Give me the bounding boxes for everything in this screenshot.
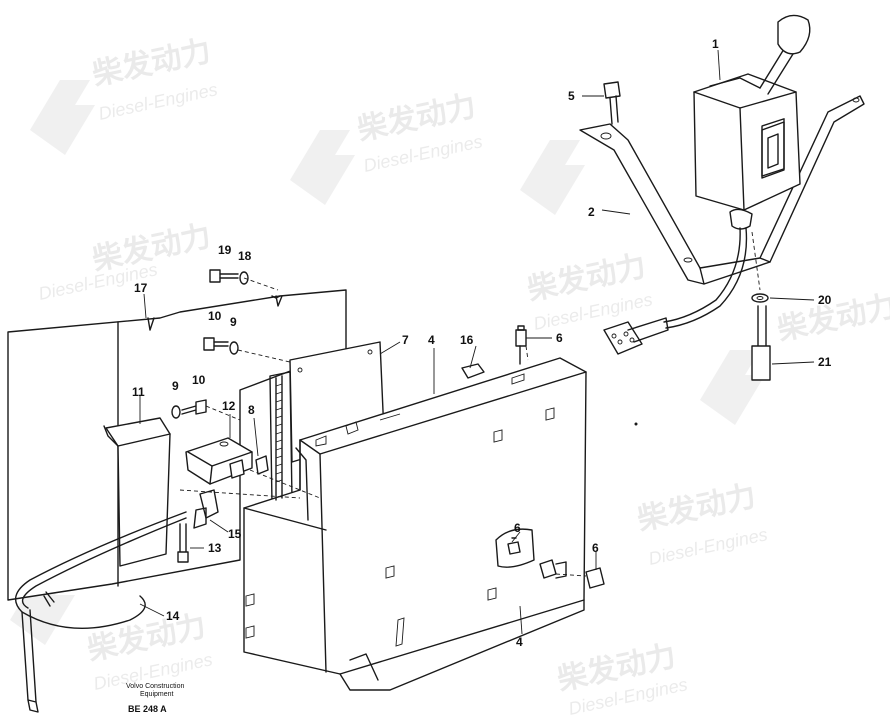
spacer-6-upper [515,325,527,365]
caption-line-2: Equipment [140,691,174,698]
callout-14: 15 [228,527,242,541]
callout-18: 18 [238,249,252,263]
callout-2: 2 [588,205,595,219]
bracket-2 [579,95,865,285]
assembly-guide-lines [179,231,761,577]
electronic-box-4 [243,357,587,691]
callout-17: 17 [134,281,148,295]
bracket-11 [103,417,171,567]
callout-12: 12 [222,399,236,413]
washer-9-upper [229,341,239,355]
watermark-brand: 柴发动力 [775,290,890,347]
watermark-logo [30,80,95,155]
callout-16: 16 [460,333,474,347]
watermark-logo [520,140,585,215]
callout-5: 6 [514,521,521,535]
washer-20 [751,293,769,303]
hose-15 [14,511,187,713]
callout-6-lower: 6 [592,541,599,555]
callout-10-upper: 10 [208,309,222,323]
gear-selector-cable [603,227,748,355]
screw-3 [603,81,621,125]
leader-lines [139,49,815,635]
screw-10-lower [181,399,207,415]
terminal-strip-8 [255,375,283,501]
callout-3: 5 [568,89,575,103]
stray-mark [634,422,638,426]
drawing-code: BE 248 A [128,704,167,714]
valve-12 [185,437,253,485]
callout-4-upper: 4 [428,333,435,347]
callout-13: 13 [208,541,222,555]
watermark-logo [290,130,355,205]
drawing-caption: Volvo Construction Equipment BE 248 A [126,683,184,714]
bolt-21 [751,305,771,381]
callout-1: 1 [712,37,719,51]
screw-10-upper [203,337,229,351]
spacer-6-lower [585,567,605,589]
callout-4-lower: 4 [516,635,523,649]
screw-5 [507,537,521,555]
caption-line-1: Volvo Construction [126,683,184,690]
callout-15: 14 [166,609,180,623]
callout-19: 19 [218,243,232,257]
watermark-brand: 柴发动力 [635,480,759,537]
callout-7: 7 [402,333,409,347]
callout-21: 21 [818,355,832,369]
clip-16 [461,363,485,379]
fitting-14 [193,489,219,529]
callout-labels: 1 5 2 19 18 17 10 9 7 4 16 6 20 21 11 9 … [132,37,832,649]
callout-6-upper: 6 [556,331,563,345]
screw-19 [209,269,239,283]
callout-20: 20 [818,293,832,307]
callout-8: 8 [248,403,255,417]
callout-10-lower: 10 [192,373,206,387]
callout-9-lower: 9 [172,379,179,393]
washer-9-lower [171,405,181,419]
screw-13 [177,523,189,563]
callout-11: 11 [132,385,145,399]
watermark-logo [700,350,765,425]
callout-9-upper: 9 [230,315,237,329]
gear-selector-1 [693,14,811,230]
